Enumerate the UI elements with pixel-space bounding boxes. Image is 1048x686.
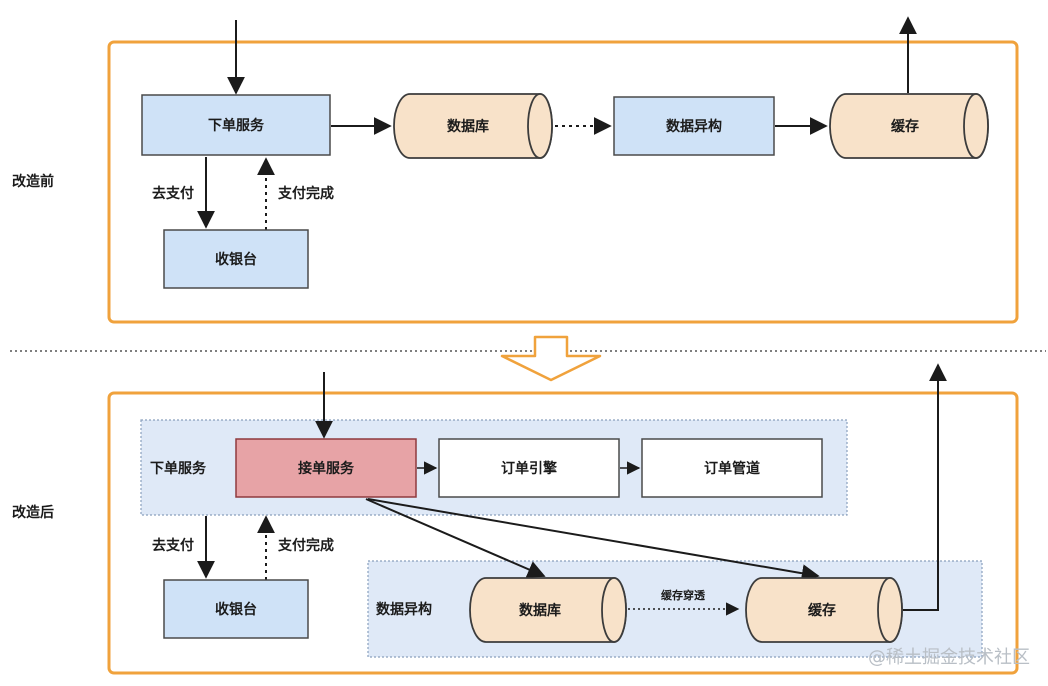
before-database-label: 数据库 <box>447 118 489 135</box>
before-cache-label: 缓存 <box>891 118 919 135</box>
after-accept-order-box <box>235 438 417 498</box>
after-accept-to-db-arrow <box>365 498 546 578</box>
before-database-cylinder <box>393 93 553 159</box>
before-cashier-label: 收银台 <box>215 251 257 268</box>
after-cache-label: 缓存 <box>808 602 836 619</box>
before-order-service-box <box>141 94 331 156</box>
watermark-text: @稀土掘金技术社区 <box>868 647 1030 668</box>
before-go-pay-label: 去支付 <box>152 185 194 202</box>
after-go-pay-label: 去支付 <box>152 537 194 554</box>
after-cashier-box <box>163 579 309 639</box>
after-cache-write-through-label: 缓存穿透 <box>661 588 706 602</box>
after-cashier-label: 收银台 <box>215 601 257 618</box>
before-pay-complete-label: 支付完成 <box>277 185 334 202</box>
before-frame <box>107 40 1019 324</box>
before-section-label: 改造前 <box>12 173 54 190</box>
after-accept-order-label: 接单服务 <box>298 460 355 477</box>
after-accept-to-cache-arrow <box>367 498 820 583</box>
before-order-service-label: 下单服务 <box>208 117 265 134</box>
before-cashier-box <box>163 229 309 289</box>
before-data-hetero-label: 数据异构 <box>666 118 722 135</box>
after-order-pipeline-box <box>641 438 823 498</box>
before-cache-cylinder <box>829 93 989 159</box>
after-order-engine-box <box>438 438 620 498</box>
after-database-label: 数据库 <box>519 602 561 619</box>
after-order-service-group-label: 下单服务 <box>150 460 207 477</box>
after-order-pipeline-label: 订单管道 <box>704 460 760 477</box>
after-order-engine-label: 订单引擎 <box>501 460 557 477</box>
after-pay-complete-label: 支付完成 <box>277 537 334 554</box>
after-database-cylinder <box>469 577 627 643</box>
before-data-hetero-box <box>613 96 775 156</box>
after-data-hetero-group-label: 数据异构 <box>376 601 432 618</box>
after-section-label: 改造后 <box>12 504 54 521</box>
after-frame <box>107 391 1019 675</box>
after-outgoing-arrow <box>903 363 947 611</box>
after-cache-cylinder <box>745 577 903 643</box>
transition-down-arrow <box>500 335 602 382</box>
